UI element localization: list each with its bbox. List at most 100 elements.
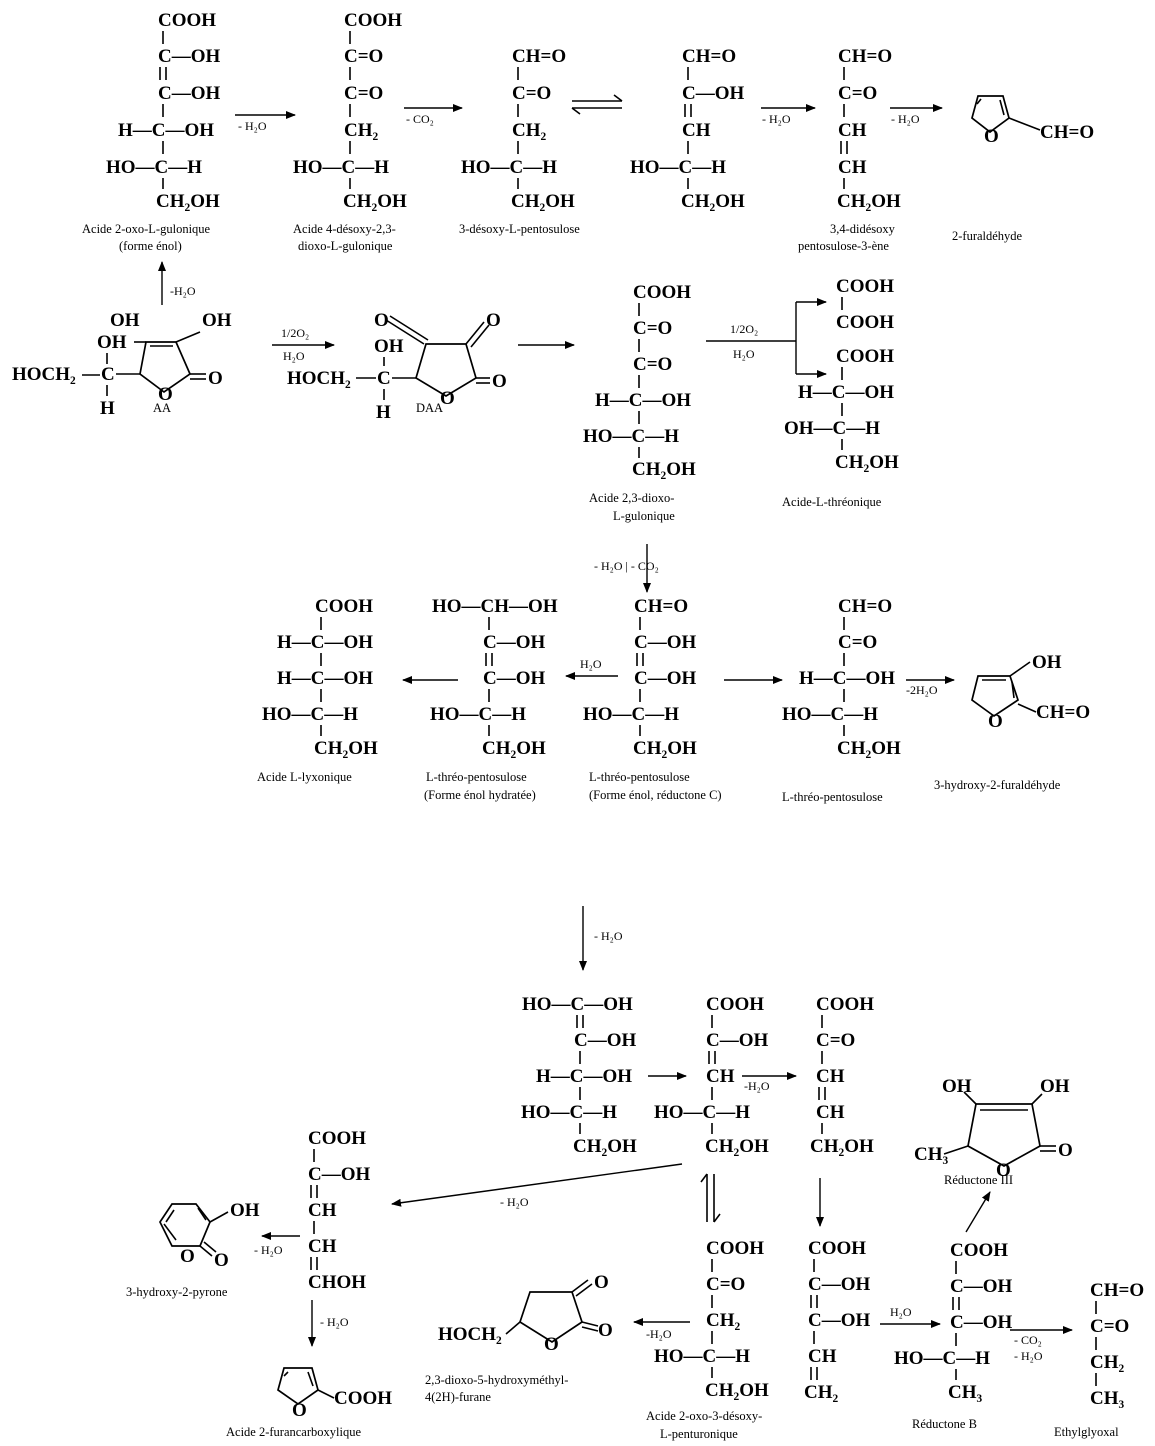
- compound-l-lyxonic-acid: COOH H—C—OH H—C—OH HO—C—H CH₂OH Acide L-…: [257, 596, 378, 784]
- group-oh: OH: [97, 332, 127, 353]
- ring-oxygen: O: [984, 126, 999, 147]
- compound-l-threo-pentosulose: CH=O C=O H—C—OH HO—C—H CH₂OH L-thréo-pen…: [782, 596, 901, 804]
- group-cooh: COOH: [836, 276, 894, 297]
- group-ch2oh: CH₂OH: [633, 738, 697, 759]
- group-c-o: C=O: [344, 46, 383, 67]
- reagent-label: -H₂O: [170, 284, 196, 298]
- reaction-arrow-down: - H₂O: [308, 1300, 349, 1347]
- reaction-arrow: H₂O: [880, 1305, 941, 1328]
- compound-name: L-thréo-pentosulose: [782, 790, 883, 804]
- reagent-label: 1/2O₂: [281, 326, 309, 340]
- reagent-label: - H₂O: [238, 119, 267, 133]
- compound-name-cont: dioxo-L-gulonique: [298, 239, 393, 253]
- compound-l-threonic-acid: COOH H—C—OH OH—C—H CH₂OH Acide-L-thréoni…: [782, 346, 899, 509]
- compound-name: 2,3-dioxo-5-hydroxyméthyl-: [425, 1373, 568, 1387]
- reagent-label: H₂O: [890, 1305, 912, 1319]
- group-ch: CH: [682, 120, 711, 141]
- carbonyl-oxygen: O: [374, 310, 389, 331]
- reaction-arrow: - H₂O: [254, 1232, 300, 1257]
- group-ho-c-h: HO—C—H: [630, 157, 726, 178]
- carbonyl-oxygen: O: [598, 1320, 613, 1341]
- group-ch: CH: [838, 120, 867, 141]
- compound-dienediol-acid: COOH C—OH C—OH CH CH₂: [804, 1238, 871, 1403]
- group-oh: OH: [374, 336, 404, 357]
- group-ho-c-h: HO—C—H: [583, 704, 679, 725]
- group-c-oh: C—OH: [808, 1274, 871, 1295]
- group-cooh: COOH: [334, 1388, 392, 1409]
- reaction-arrow-down: - H₂O: [579, 906, 623, 971]
- reaction-arrow: 1/2O₂ H₂O: [272, 326, 335, 363]
- group-ho-c-h: HO—C—H: [521, 1102, 617, 1123]
- group-ch2oh: CH₂OH: [835, 452, 899, 473]
- group-ch3: CH₃: [1090, 1388, 1125, 1409]
- carbonyl-oxygen: O: [208, 368, 223, 389]
- ring-oxygen: O: [180, 1246, 195, 1267]
- compound-ethylglyoxal: CH=O C=O CH₂ CH₃ Ethylglyoxal: [1054, 1280, 1144, 1439]
- group-h-c-oh: H—C—OH: [798, 382, 894, 403]
- group-oh: OH: [942, 1076, 972, 1097]
- compound-3-hydroxy-2-pyrone: OH O O 3-hydroxy-2-pyrone: [126, 1200, 260, 1299]
- compound-enediol-hydrate: HO—C—OH C—OH H—C—OH HO—C—H CH₂OH: [521, 994, 637, 1157]
- group-c-oh: C—OH: [158, 83, 221, 104]
- group-ch2: CH₂: [804, 1382, 839, 1403]
- atom-h: H: [376, 402, 391, 423]
- compound-l-threo-pentosulose-reductone-c: CH=O C—OH C—OH HO—C—H CH₂OH L-thréo-pent…: [583, 596, 722, 802]
- reaction-arrow-up: -H₂O: [158, 261, 196, 305]
- compound-2-oxo-l-gulonic-acid-enol: COOH C—OH C—OH H—C—OH HO—C—H CH₂OH Acide…: [82, 10, 221, 253]
- ring-oxygen: O: [158, 384, 173, 405]
- reaction-arrow: -H₂O: [742, 1072, 797, 1093]
- group-cho: CH=O: [1090, 1280, 1144, 1301]
- carbonyl-oxygen: O: [594, 1272, 609, 1293]
- group-c-oh: C—OH: [634, 632, 697, 653]
- group-oh-c-h: OH—C—H: [784, 418, 880, 439]
- group-c-o: C=O: [633, 354, 672, 375]
- group-ch2oh: CH₂OH: [482, 738, 546, 759]
- compound-name: Acide 2-oxo-L-gulonique: [82, 222, 211, 236]
- compound-name-cont: 4(2H)-furane: [425, 1390, 491, 1404]
- group-h-c-oh: H—C—OH: [536, 1066, 632, 1087]
- group-cho: CH=O: [634, 596, 688, 617]
- compound-3-deoxy-pentosulose-enol: CH=O C—OH CH HO—C—H CH₂OH: [630, 46, 745, 212]
- group-cooh: COOH: [158, 10, 216, 31]
- group-h-c-oh: H—C—OH: [277, 668, 373, 689]
- compound-name: L-thréo-pentosulose: [589, 770, 690, 784]
- reagent-label: - H₂O: [594, 929, 623, 943]
- group-hoch2: HOCH₂: [438, 1324, 502, 1345]
- group-cho: CH=O: [682, 46, 736, 67]
- reagent-label: H₂O: [580, 657, 602, 671]
- group-cooh: COOH: [706, 1238, 764, 1259]
- group-h-c-oh: H—C—OH: [799, 668, 895, 689]
- compound-l-threo-pentosulose-hydrated-enol: HO—CH—OH C—OH C—OH HO—C—H CH₂OH L-thréo-…: [424, 596, 558, 802]
- compound-name: Réductone III: [944, 1173, 1013, 1187]
- group-ho-c-h: HO—C—H: [262, 704, 358, 725]
- compound-2-furancarboxylic-acid: O COOH Acide 2-furancarboxylique: [226, 1367, 392, 1439]
- group-cooh: COOH: [816, 994, 874, 1015]
- group-ho-c-h: HO—C—H: [894, 1348, 990, 1369]
- atom-c: C: [377, 368, 391, 389]
- group-ch2oh: CH₂OH: [705, 1136, 769, 1157]
- carbonyl-oxygen: O: [492, 371, 507, 392]
- group-oh: OH: [1032, 652, 1062, 673]
- compound-name: 3-désoxy-L-pentosulose: [459, 222, 580, 236]
- group-c-oh: C—OH: [483, 632, 546, 653]
- compound-3-deoxy-l-pentosulose: CH=O C=O CH₂ HO—C—H CH₂OH 3-désoxy-L-pen…: [459, 46, 580, 236]
- reagent-label: 1/2O₂: [730, 322, 758, 336]
- reagent-label: -2H₂O: [906, 683, 938, 697]
- group-h-c-oh: H—C—OH: [277, 632, 373, 653]
- compound-dioxo-hydroxymethyl-furane: O O O HOCH₂ 2,3-dioxo-5-hydroxyméthyl- 4…: [425, 1272, 613, 1404]
- reaction-arrow-up: [965, 1191, 991, 1233]
- reagent-label: - CO₂: [1014, 1333, 1042, 1347]
- reaction-arrow: - H₂O: [890, 104, 943, 126]
- reagent-label: - H₂O | - CO₂: [594, 559, 659, 573]
- compound-form: (Forme énol hydratée): [424, 788, 536, 802]
- compound-3-4-dideoxy-pentosulose-3-ene: CH=O C=O CH CH CH₂OH 3,4-didésoxy pentos…: [798, 46, 901, 253]
- group-hoch2: HOCH₂: [12, 364, 76, 385]
- group-ch: CH: [706, 1066, 735, 1087]
- group-ch2: CH₂: [344, 120, 379, 141]
- group-ch2oh: CH₂OH: [837, 191, 901, 212]
- group-ch2: CH₂: [1090, 1352, 1125, 1373]
- group-c-o: C=O: [344, 83, 383, 104]
- ring-oxygen: O: [544, 1334, 559, 1355]
- group-cooh: COOH: [308, 1128, 366, 1149]
